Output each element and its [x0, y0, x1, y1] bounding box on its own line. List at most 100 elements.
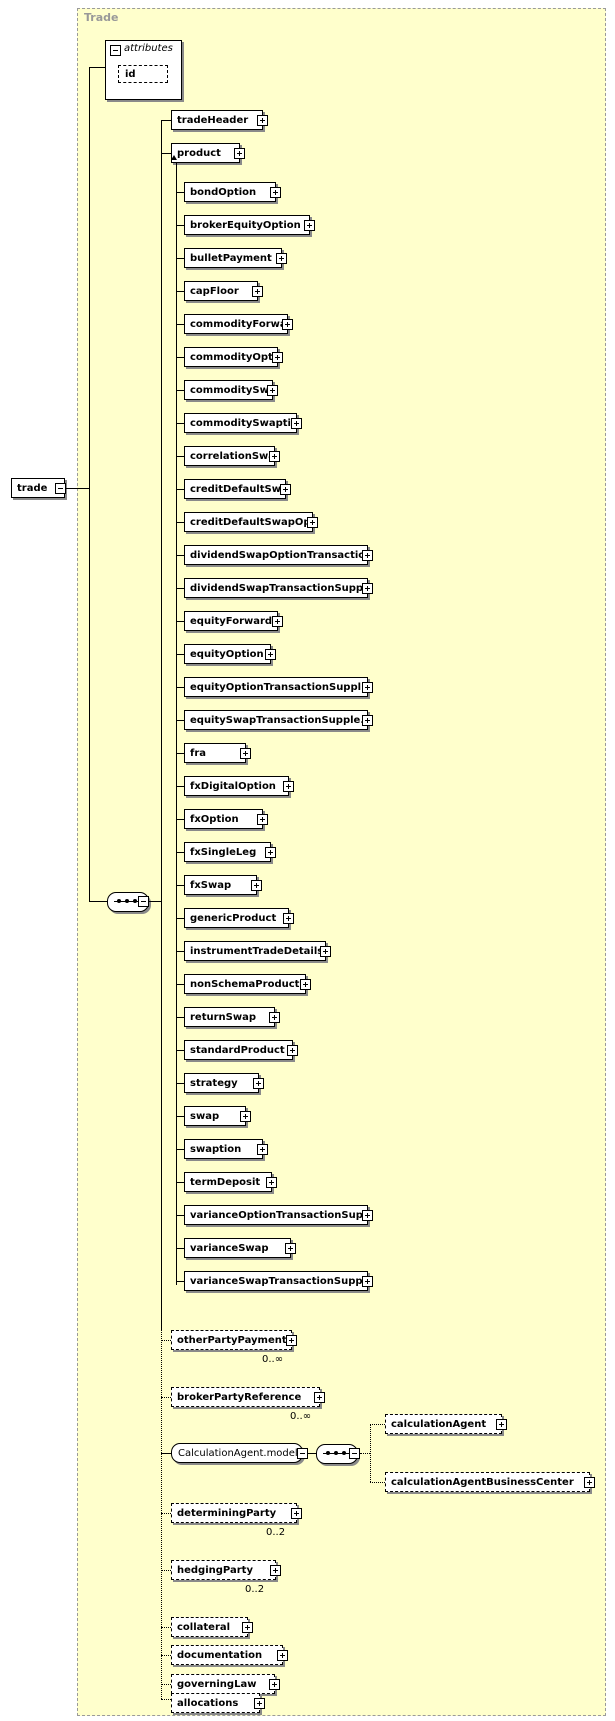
expand-icon[interactable] — [257, 1144, 268, 1155]
expand-icon[interactable] — [496, 1419, 507, 1430]
node-product-item[interactable]: fra — [184, 743, 246, 763]
node-product-item[interactable]: commodityOption — [184, 347, 278, 367]
expand-icon[interactable] — [270, 1565, 281, 1576]
node-product-item[interactable]: instrumentTradeDetails — [184, 941, 326, 961]
node-product-item[interactable]: correlationSwap — [184, 446, 275, 466]
expand-icon[interactable] — [251, 880, 262, 891]
node-product-item[interactable]: swap — [184, 1106, 246, 1126]
node-collateral[interactable]: collateral — [171, 1617, 248, 1637]
node-governing-law[interactable]: governingLaw — [171, 1674, 275, 1694]
connector — [176, 258, 184, 259]
expand-icon[interactable] — [362, 583, 373, 594]
node-product-item[interactable]: varianceSwap — [184, 1238, 291, 1258]
expand-icon[interactable] — [266, 1177, 277, 1188]
expand-icon[interactable] — [234, 148, 245, 159]
expand-icon[interactable] — [362, 715, 373, 726]
collapse-icon[interactable] — [110, 45, 121, 56]
node-product-item[interactable]: commodityForward — [184, 314, 288, 334]
expand-icon[interactable] — [314, 1392, 325, 1403]
expand-icon[interactable] — [252, 286, 263, 297]
expand-icon[interactable] — [283, 781, 294, 792]
node-other-party-payment[interactable]: otherPartyPayment — [171, 1330, 292, 1350]
expand-icon[interactable] — [269, 1679, 280, 1690]
node-product-item[interactable]: nonSchemaProduct — [184, 974, 306, 994]
expand-icon[interactable] — [307, 517, 318, 528]
node-calculation-agent-model[interactable]: CalculationAgent.model — [171, 1443, 303, 1463]
node-calculation-agent[interactable]: calculationAgent — [385, 1414, 502, 1434]
collapse-icon[interactable] — [138, 896, 149, 907]
expand-icon[interactable] — [362, 1276, 373, 1287]
node-product-item[interactable]: bulletPayment — [184, 248, 282, 268]
expand-icon[interactable] — [291, 1508, 302, 1519]
node-calculation-agent-business-center[interactable]: calculationAgentBusinessCenter — [385, 1472, 590, 1492]
expand-icon[interactable] — [269, 451, 280, 462]
expand-icon[interactable] — [283, 913, 294, 924]
expand-icon[interactable] — [276, 253, 287, 264]
expand-icon[interactable] — [277, 1650, 288, 1661]
node-allocations[interactable]: allocations — [171, 1693, 260, 1713]
node-product-item[interactable]: fxOption — [184, 809, 263, 829]
expand-icon[interactable] — [265, 649, 276, 660]
expand-icon[interactable] — [362, 682, 373, 693]
node-product-item[interactable]: varianceOptionTransactionSup... — [184, 1205, 368, 1225]
attribute-id[interactable]: id — [118, 65, 168, 83]
node-product-item[interactable]: equityOption — [184, 644, 271, 664]
collapse-icon[interactable] — [297, 1448, 308, 1459]
expand-icon[interactable] — [320, 946, 331, 957]
node-product-item[interactable]: genericProduct — [184, 908, 289, 928]
node-product-item[interactable]: commoditySwap — [184, 380, 273, 400]
node-product-item[interactable]: dividendSwapTransactionSupp... — [184, 578, 368, 598]
expand-icon[interactable] — [257, 814, 268, 825]
node-product-item[interactable]: creditDefaultSwap — [184, 479, 286, 499]
node-determining-party[interactable]: determiningParty — [171, 1503, 297, 1523]
expand-icon[interactable] — [584, 1477, 595, 1488]
expand-icon[interactable] — [242, 1622, 253, 1633]
node-trade-header[interactable]: tradeHeader — [171, 110, 263, 130]
expand-icon[interactable] — [270, 187, 281, 198]
expand-icon[interactable] — [362, 1210, 373, 1221]
node-product-item[interactable]: strategy — [184, 1073, 259, 1093]
expand-icon[interactable] — [280, 484, 291, 495]
expand-icon[interactable] — [272, 616, 283, 627]
expand-icon[interactable] — [272, 352, 283, 363]
node-product-item[interactable]: standardProduct — [184, 1040, 293, 1060]
collapse-icon[interactable] — [55, 483, 66, 494]
node-hedging-party[interactable]: hedgingParty — [171, 1560, 276, 1580]
node-product-item[interactable]: swaption — [184, 1139, 263, 1159]
node-broker-party-reference[interactable]: brokerPartyReference — [171, 1387, 320, 1407]
node-documentation[interactable]: documentation — [171, 1645, 283, 1665]
expand-icon[interactable] — [254, 1698, 265, 1709]
expand-icon[interactable] — [291, 418, 302, 429]
node-product-item[interactable]: fxSingleLeg — [184, 842, 271, 862]
expand-icon[interactable] — [304, 220, 315, 231]
node-product-item[interactable]: varianceSwapTransactionSuppl... — [184, 1271, 368, 1291]
node-product-item[interactable]: returnSwap — [184, 1007, 275, 1027]
node-product-item[interactable]: fxDigitalOption — [184, 776, 289, 796]
node-product-item[interactable]: equityForward — [184, 611, 278, 631]
expand-icon[interactable] — [362, 550, 373, 561]
node-product-item[interactable]: bondOption — [184, 182, 276, 202]
collapse-icon[interactable] — [349, 1448, 360, 1459]
node-product-item[interactable]: creditDefaultSwapOption — [184, 512, 313, 532]
expand-icon[interactable] — [285, 1243, 296, 1254]
node-product-item[interactable]: dividendSwapOptionTransactio... — [184, 545, 368, 565]
expand-icon[interactable] — [253, 1078, 264, 1089]
node-product-item[interactable]: termDeposit — [184, 1172, 272, 1192]
expand-icon[interactable] — [282, 319, 293, 330]
expand-icon[interactable] — [286, 1335, 297, 1346]
node-product-item[interactable]: brokerEquityOption — [184, 215, 310, 235]
expand-icon[interactable] — [265, 847, 276, 858]
expand-icon[interactable] — [267, 385, 278, 396]
node-product-item[interactable]: capFloor — [184, 281, 258, 301]
node-product[interactable]: product — [171, 143, 240, 163]
expand-icon[interactable] — [257, 115, 268, 126]
node-product-item[interactable]: equitySwapTransactionSupple... — [184, 710, 368, 730]
node-product-item[interactable]: fxSwap — [184, 875, 257, 895]
node-product-item[interactable]: equityOptionTransactionSuppl... — [184, 677, 368, 697]
expand-icon[interactable] — [300, 979, 311, 990]
expand-icon[interactable] — [240, 748, 251, 759]
expand-icon[interactable] — [240, 1111, 251, 1122]
expand-icon[interactable] — [287, 1045, 298, 1056]
expand-icon[interactable] — [269, 1012, 280, 1023]
node-product-item[interactable]: commoditySwaption — [184, 413, 297, 433]
